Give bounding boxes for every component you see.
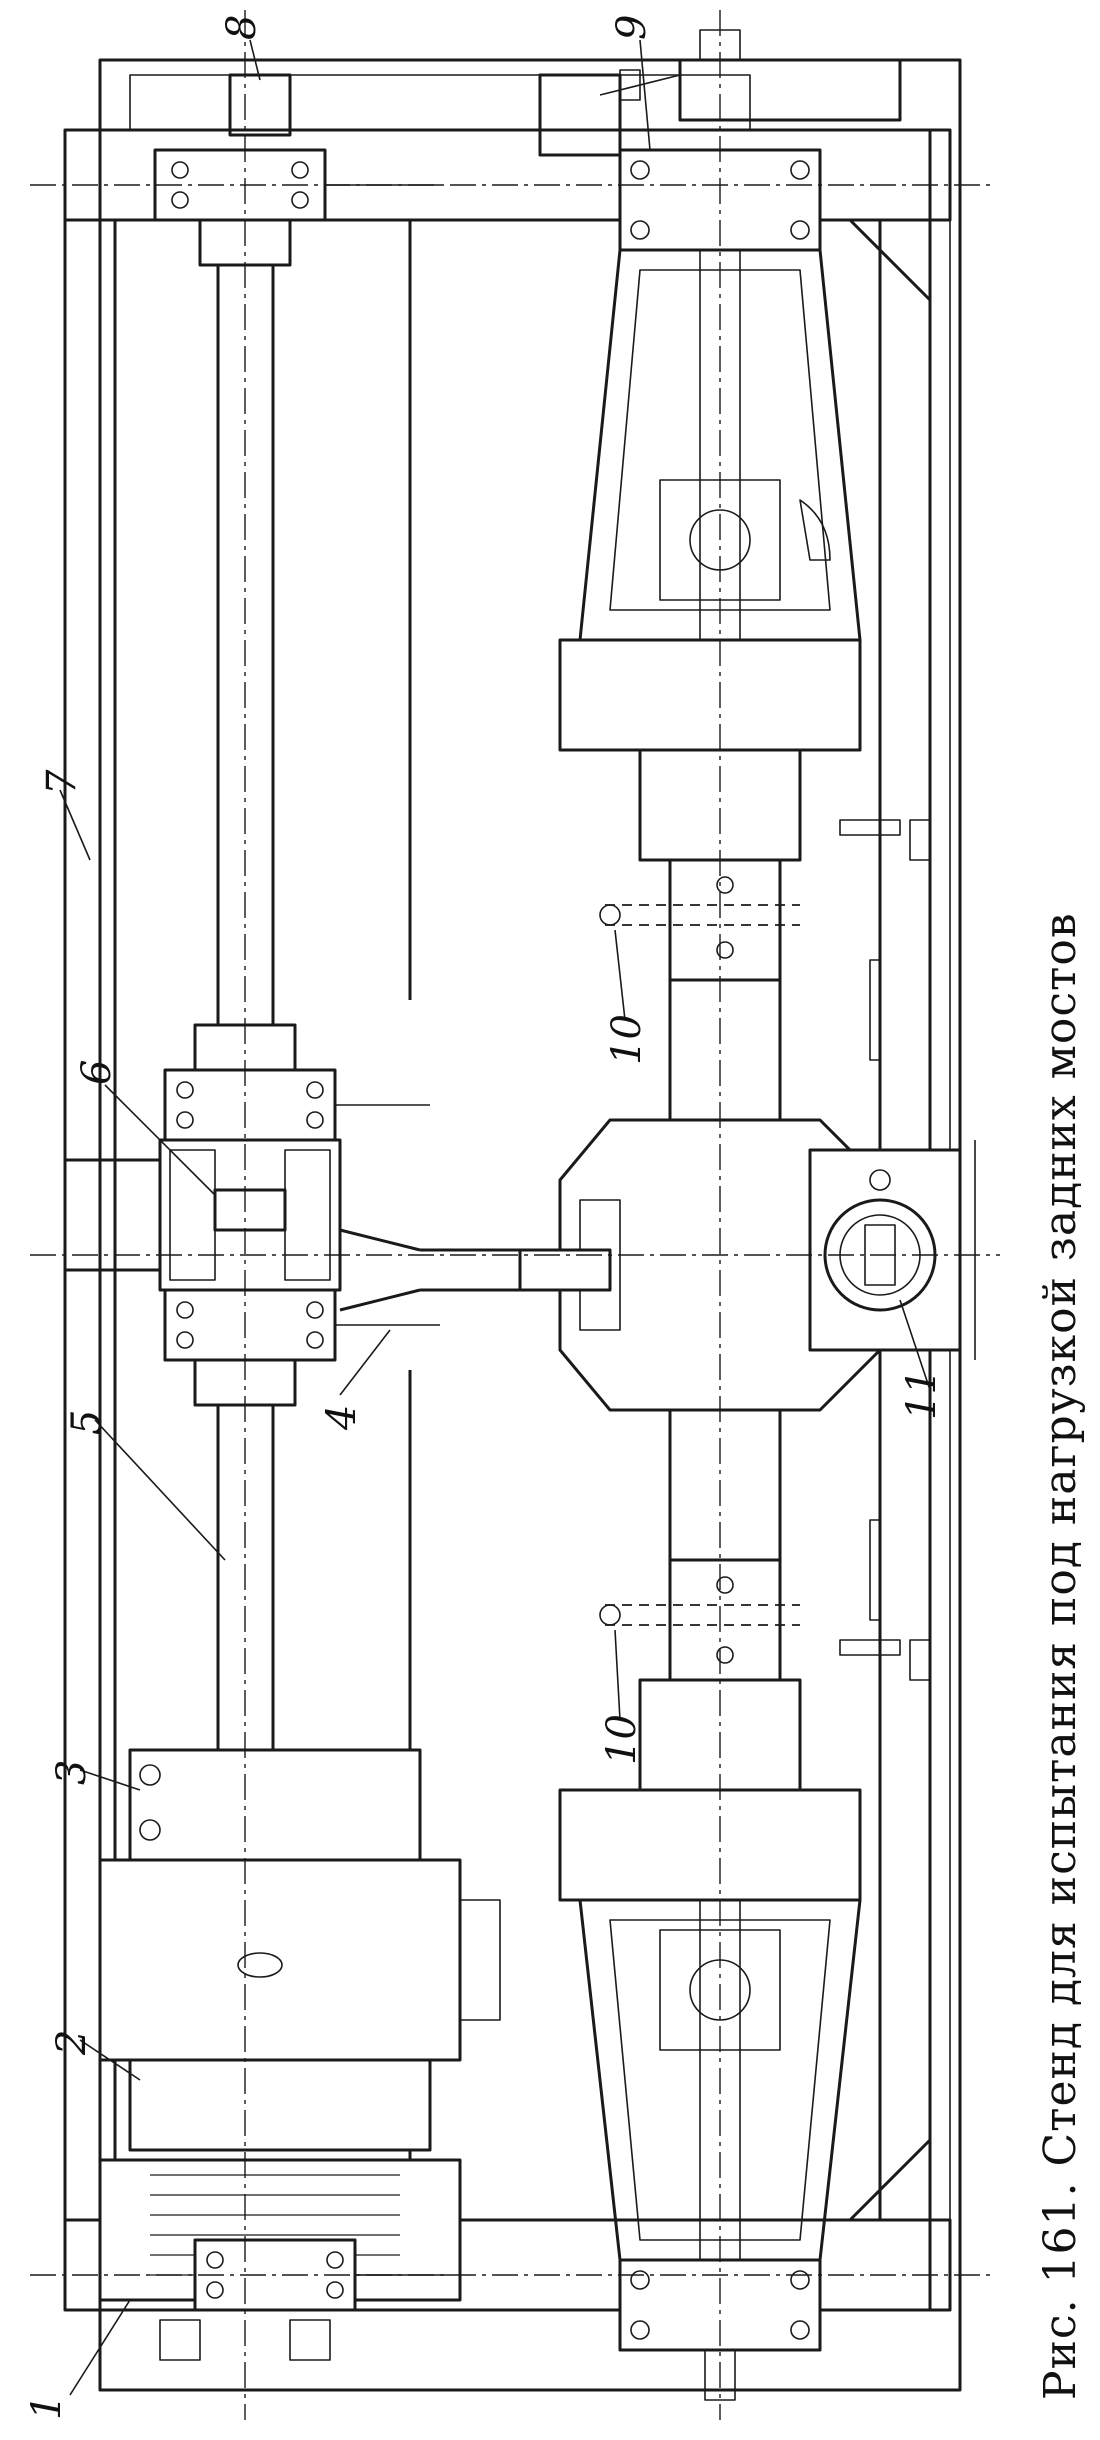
label-6: 6 <box>74 1060 120 1085</box>
label-10-upper: 10 <box>604 1014 650 1065</box>
label-7: 7 <box>39 769 85 795</box>
label-1: 1 <box>24 2395 70 2420</box>
label-10-lower: 10 <box>599 1714 645 1765</box>
part-labels: 1 2 3 4 5 6 7 8 9 10 10 11 <box>24 15 945 2420</box>
torque-meter <box>808 1140 976 1360</box>
label-11: 11 <box>899 1369 945 1420</box>
center-lines <box>30 10 1000 2420</box>
drive-shaft-assembly <box>63 148 501 2361</box>
label-4: 4 <box>319 1405 365 1431</box>
figure-caption: Рис. 161. Стенд для испытания под нагруз… <box>1035 912 1086 2400</box>
label-8: 8 <box>219 15 265 40</box>
label-9: 9 <box>609 15 655 40</box>
leader-lines <box>59 39 931 2396</box>
side-brackets <box>839 819 931 1681</box>
label-2: 2 <box>49 2030 95 2056</box>
label-5: 5 <box>64 1410 110 1435</box>
label-3: 3 <box>49 1760 95 1785</box>
